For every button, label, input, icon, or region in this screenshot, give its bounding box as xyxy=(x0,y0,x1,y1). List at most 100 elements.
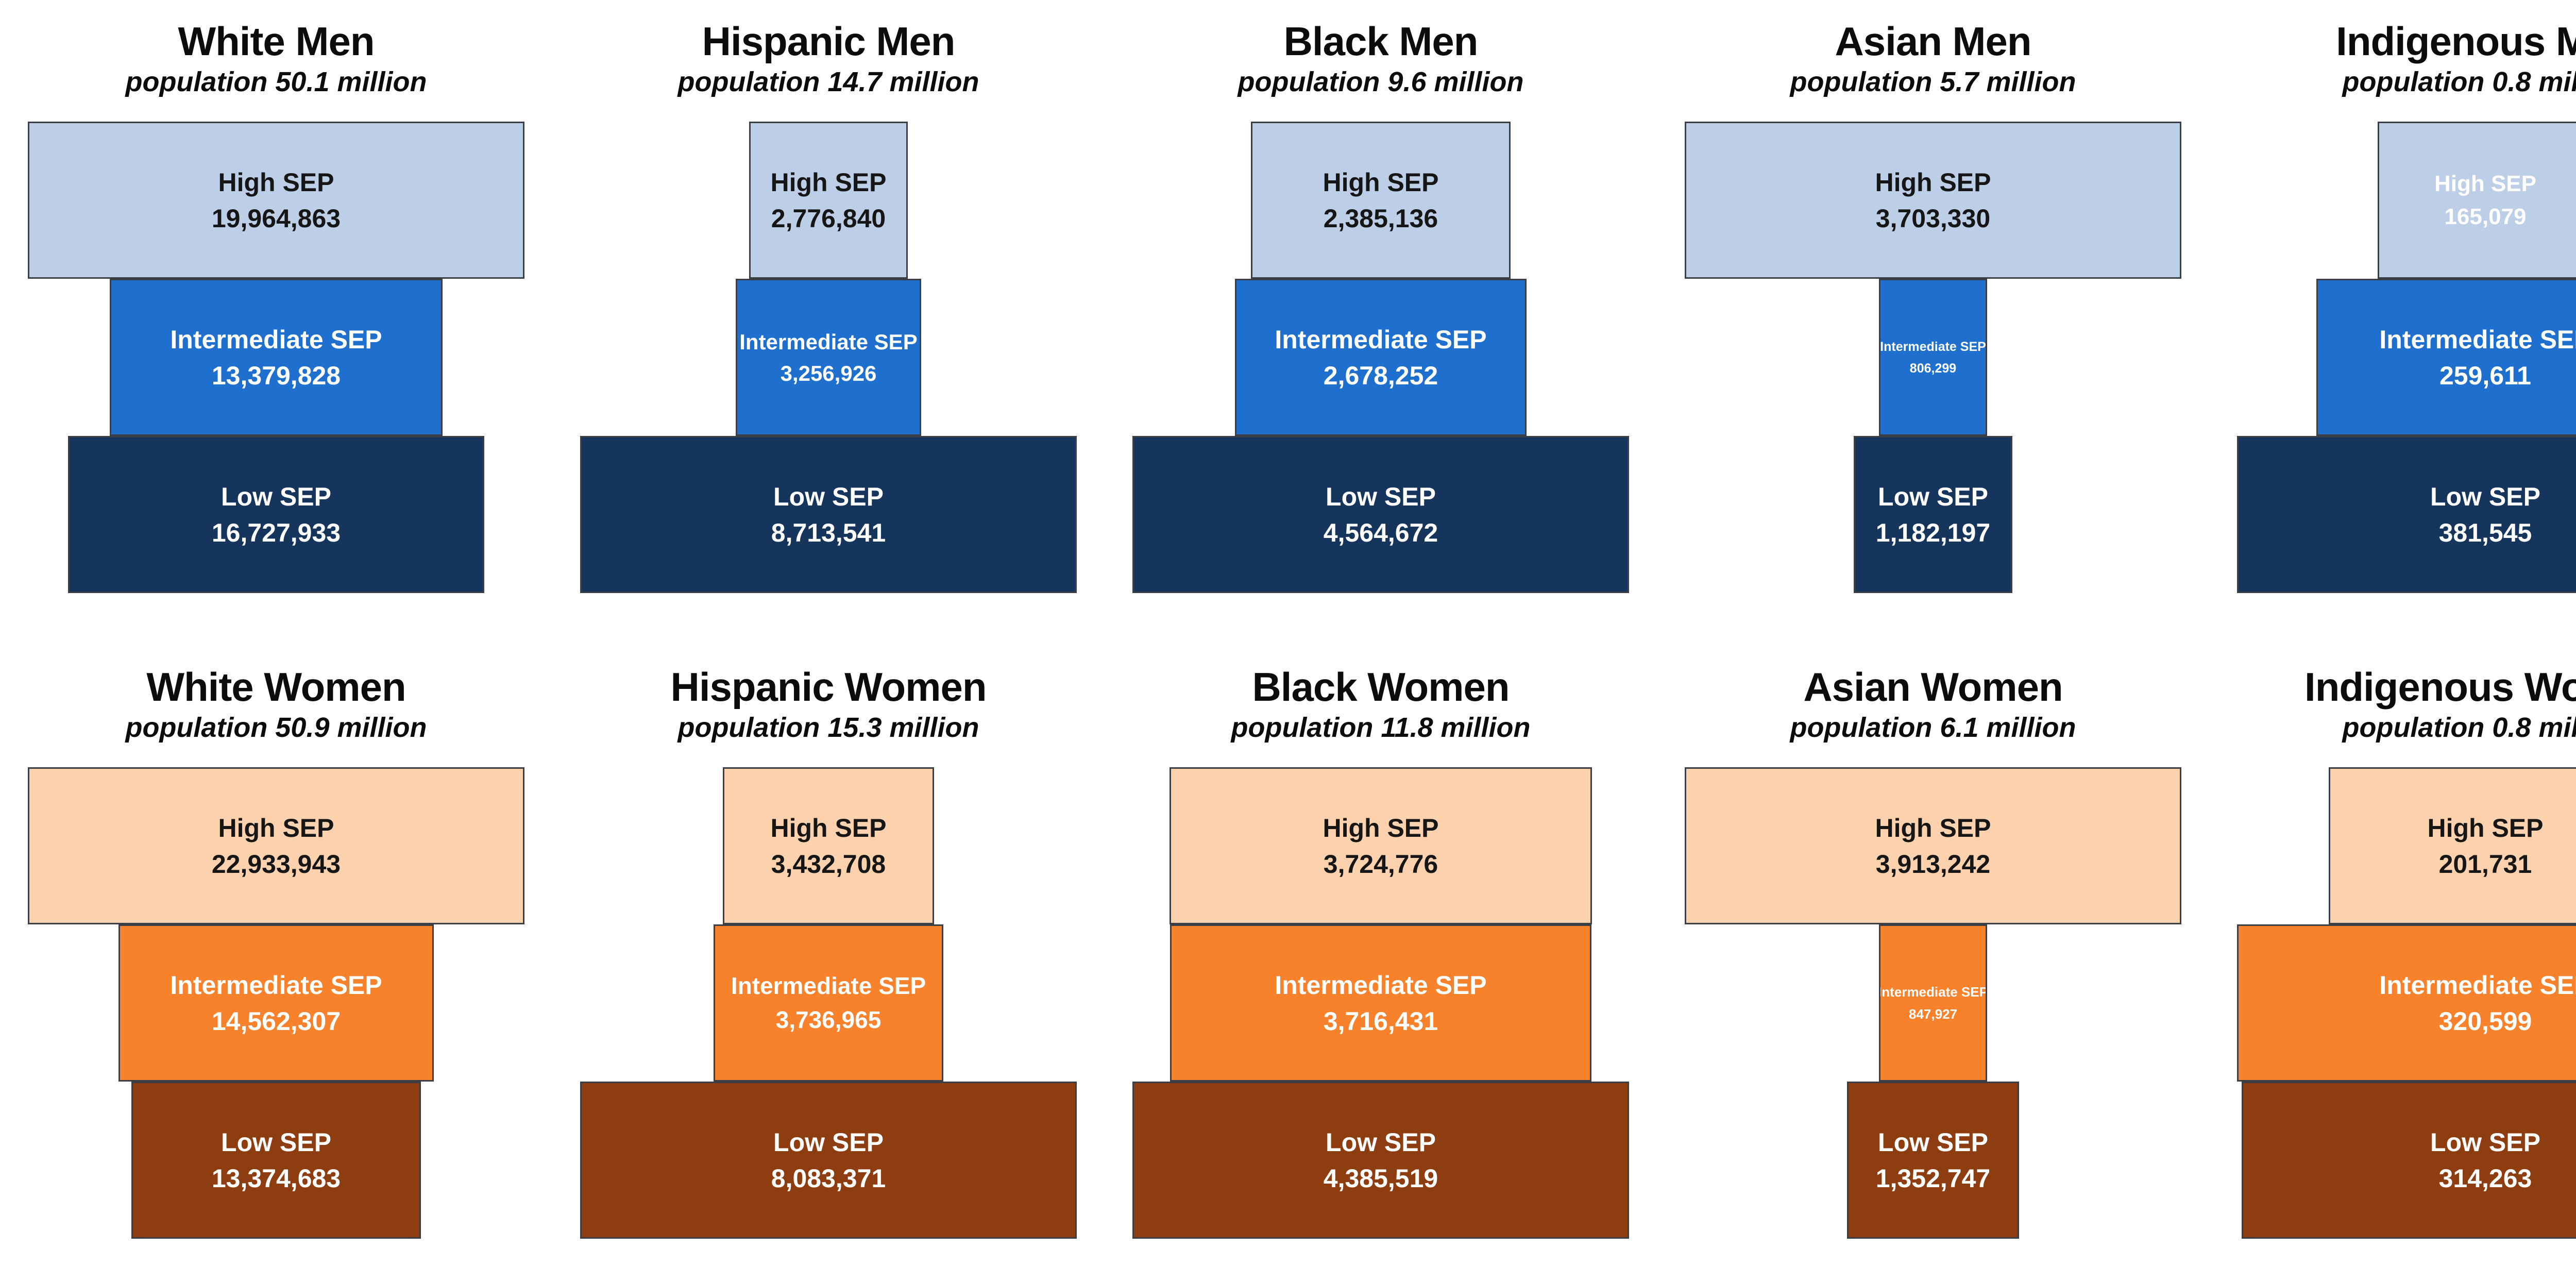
sep-funnel: High SEP 19,964,863 Intermediate SEP 13,… xyxy=(0,122,552,594)
bar-high-sep: High SEP 165,079 xyxy=(2378,122,2576,279)
sep-value: 8,713,541 xyxy=(771,518,886,547)
sep-value: 14,562,307 xyxy=(211,1006,341,1036)
sep-label: Intermediate SEP xyxy=(170,970,382,1000)
panel-black-men: Black Men population 9.6 million High SE… xyxy=(1105,5,1657,594)
sep-label: High SEP xyxy=(1875,167,1991,197)
bar-high-sep: High SEP 2,776,840 xyxy=(749,122,908,279)
sep-value: 165,079 xyxy=(2444,204,2527,229)
panel-subtitle: population 50.9 million xyxy=(125,712,427,744)
sep-label: High SEP xyxy=(770,813,887,842)
sep-label: Intermediate SEP xyxy=(2379,325,2576,354)
sep-value: 3,724,776 xyxy=(1323,849,1438,879)
bar-low-sep: Low SEP 1,352,747 xyxy=(1847,1082,2019,1239)
sep-funnel: High SEP 3,913,242 Intermediate SEP 847,… xyxy=(1657,767,2209,1239)
bar-intermediate-sep: Intermediate SEP 13,379,828 xyxy=(109,279,443,436)
sep-value: 259,611 xyxy=(2439,361,2531,390)
panel-title: Asian Women xyxy=(1803,664,2063,710)
panel-indigenous-women: Indigenous Women population 0.8 million … xyxy=(2209,651,2576,1239)
bar-low-sep: Low SEP 381,545 xyxy=(2236,436,2576,594)
bar-intermediate-sep: Intermediate SEP 3,256,926 xyxy=(735,279,922,436)
sep-label: High SEP xyxy=(1323,813,1439,842)
sep-population-infographic: White Men population 50.1 million High S… xyxy=(0,5,2576,1239)
panel-subtitle: population 0.8 million xyxy=(2342,66,2576,98)
sep-value: 22,933,943 xyxy=(211,849,341,879)
bar-low-sep: Low SEP 8,713,541 xyxy=(580,436,1077,594)
sep-funnel: High SEP 165,079 Intermediate SEP 259,61… xyxy=(2209,122,2576,594)
bar-intermediate-sep: Intermediate SEP 14,562,307 xyxy=(118,924,434,1082)
sep-value: 201,731 xyxy=(2438,849,2532,879)
sep-value: 320,599 xyxy=(2438,1006,2532,1036)
panel-title: Asian Men xyxy=(1835,19,2031,64)
sep-label: Intermediate SEP xyxy=(1275,325,1487,354)
bar-low-sep: Low SEP 1,182,197 xyxy=(1854,436,2012,594)
bar-intermediate-sep: Intermediate SEP 3,736,965 xyxy=(713,924,944,1082)
sep-label: Intermediate SEP xyxy=(2379,970,2576,1000)
bar-high-sep: High SEP 22,933,943 xyxy=(27,767,525,925)
panel-indigenous-men: Indigenous Men population 0.8 million Hi… xyxy=(2209,5,2576,594)
sep-value: 4,385,519 xyxy=(1323,1163,1438,1193)
sep-value: 16,727,933 xyxy=(211,518,341,547)
bar-low-sep: Low SEP 13,374,683 xyxy=(131,1082,421,1239)
panel-black-women: Black Women population 11.8 million High… xyxy=(1105,651,1657,1239)
bar-low-sep: Low SEP 4,385,519 xyxy=(1132,1082,1630,1239)
panel-title: White Women xyxy=(146,664,406,710)
sep-value: 3,703,330 xyxy=(1875,204,1991,233)
sep-label: Low SEP xyxy=(2430,482,2540,511)
panel-hispanic-men: Hispanic Men population 14.7 million Hig… xyxy=(552,5,1105,594)
sep-label: High SEP xyxy=(2427,813,2544,842)
sep-label: High SEP xyxy=(1875,813,1991,842)
panel-subtitle: population 50.1 million xyxy=(125,66,427,98)
sep-label: High SEP xyxy=(770,167,887,197)
sep-value: 2,678,252 xyxy=(1323,361,1438,390)
sep-value: 13,374,683 xyxy=(211,1163,341,1193)
sep-label: Low SEP xyxy=(1878,482,1988,511)
bar-intermediate-sep: Intermediate SEP 2,678,252 xyxy=(1234,279,1527,436)
sep-funnel: High SEP 22,933,943 Intermediate SEP 14,… xyxy=(0,767,552,1239)
sep-label: Intermediate SEP xyxy=(739,329,918,354)
panel-title: Indigenous Women xyxy=(2304,664,2576,710)
panel-title: Hispanic Men xyxy=(702,19,956,64)
panel-subtitle: population 15.3 million xyxy=(677,712,979,744)
sep-funnel: High SEP 3,703,330 Intermediate SEP 806,… xyxy=(1657,122,2209,594)
sep-value: 381,545 xyxy=(2438,518,2532,547)
sep-funnel: High SEP 2,385,136 Intermediate SEP 2,67… xyxy=(1105,122,1657,594)
bar-low-sep: Low SEP 8,083,371 xyxy=(580,1082,1077,1239)
sep-label: Low SEP xyxy=(773,482,884,511)
bar-low-sep: Low SEP 314,263 xyxy=(2242,1082,2576,1239)
panel-subtitle: population 0.8 million xyxy=(2342,712,2576,744)
bar-intermediate-sep: Intermediate SEP 806,299 xyxy=(1878,279,1988,436)
panel-title: Indigenous Men xyxy=(2336,19,2576,64)
sep-funnel: High SEP 201,731 Intermediate SEP 320,59… xyxy=(2209,767,2576,1239)
panel-title: Black Men xyxy=(1283,19,1479,64)
sep-label: Intermediate SEP xyxy=(1275,970,1487,1000)
bar-intermediate-sep: Intermediate SEP 847,927 xyxy=(1879,924,1987,1082)
sep-label: High SEP xyxy=(2434,171,2536,197)
sep-label: Low SEP xyxy=(221,1127,331,1157)
bar-high-sep: High SEP 3,724,776 xyxy=(1170,767,1592,925)
sep-value: 3,432,708 xyxy=(771,849,886,879)
sep-label: Intermediate SEP xyxy=(170,325,382,354)
sep-label: Intermediate SEP xyxy=(1880,339,1986,354)
sep-value: 1,352,747 xyxy=(1875,1163,1991,1193)
sep-value: 847,927 xyxy=(1909,1006,1957,1022)
panel-subtitle: population 5.7 million xyxy=(1790,66,2076,98)
bar-high-sep: High SEP 3,432,708 xyxy=(723,767,934,925)
sep-label: Low SEP xyxy=(1326,1127,1436,1157)
panel-title: Hispanic Women xyxy=(670,664,987,710)
sep-funnel: High SEP 3,432,708 Intermediate SEP 3,73… xyxy=(552,767,1105,1239)
sep-value: 3,716,431 xyxy=(1323,1006,1438,1036)
panel-white-women: White Women population 50.9 million High… xyxy=(0,651,552,1239)
bar-high-sep: High SEP 3,703,330 xyxy=(1684,122,2182,279)
sep-value: 8,083,371 xyxy=(771,1163,886,1193)
sep-value: 806,299 xyxy=(1909,361,1957,376)
sep-funnel: High SEP 2,776,840 Intermediate SEP 3,25… xyxy=(552,122,1105,594)
sep-value: 1,182,197 xyxy=(1875,518,1991,547)
panel-asian-men: Asian Men population 5.7 million High SE… xyxy=(1657,5,2209,594)
sep-value: 3,913,242 xyxy=(1875,849,1991,879)
bar-intermediate-sep: Intermediate SEP 3,716,431 xyxy=(1170,924,1591,1082)
sep-label: Low SEP xyxy=(773,1127,884,1157)
sep-value: 19,964,863 xyxy=(211,204,341,233)
sep-value: 3,736,965 xyxy=(775,1006,882,1033)
sep-label: High SEP xyxy=(218,813,334,842)
panel-hispanic-women: Hispanic Women population 15.3 million H… xyxy=(552,651,1105,1239)
